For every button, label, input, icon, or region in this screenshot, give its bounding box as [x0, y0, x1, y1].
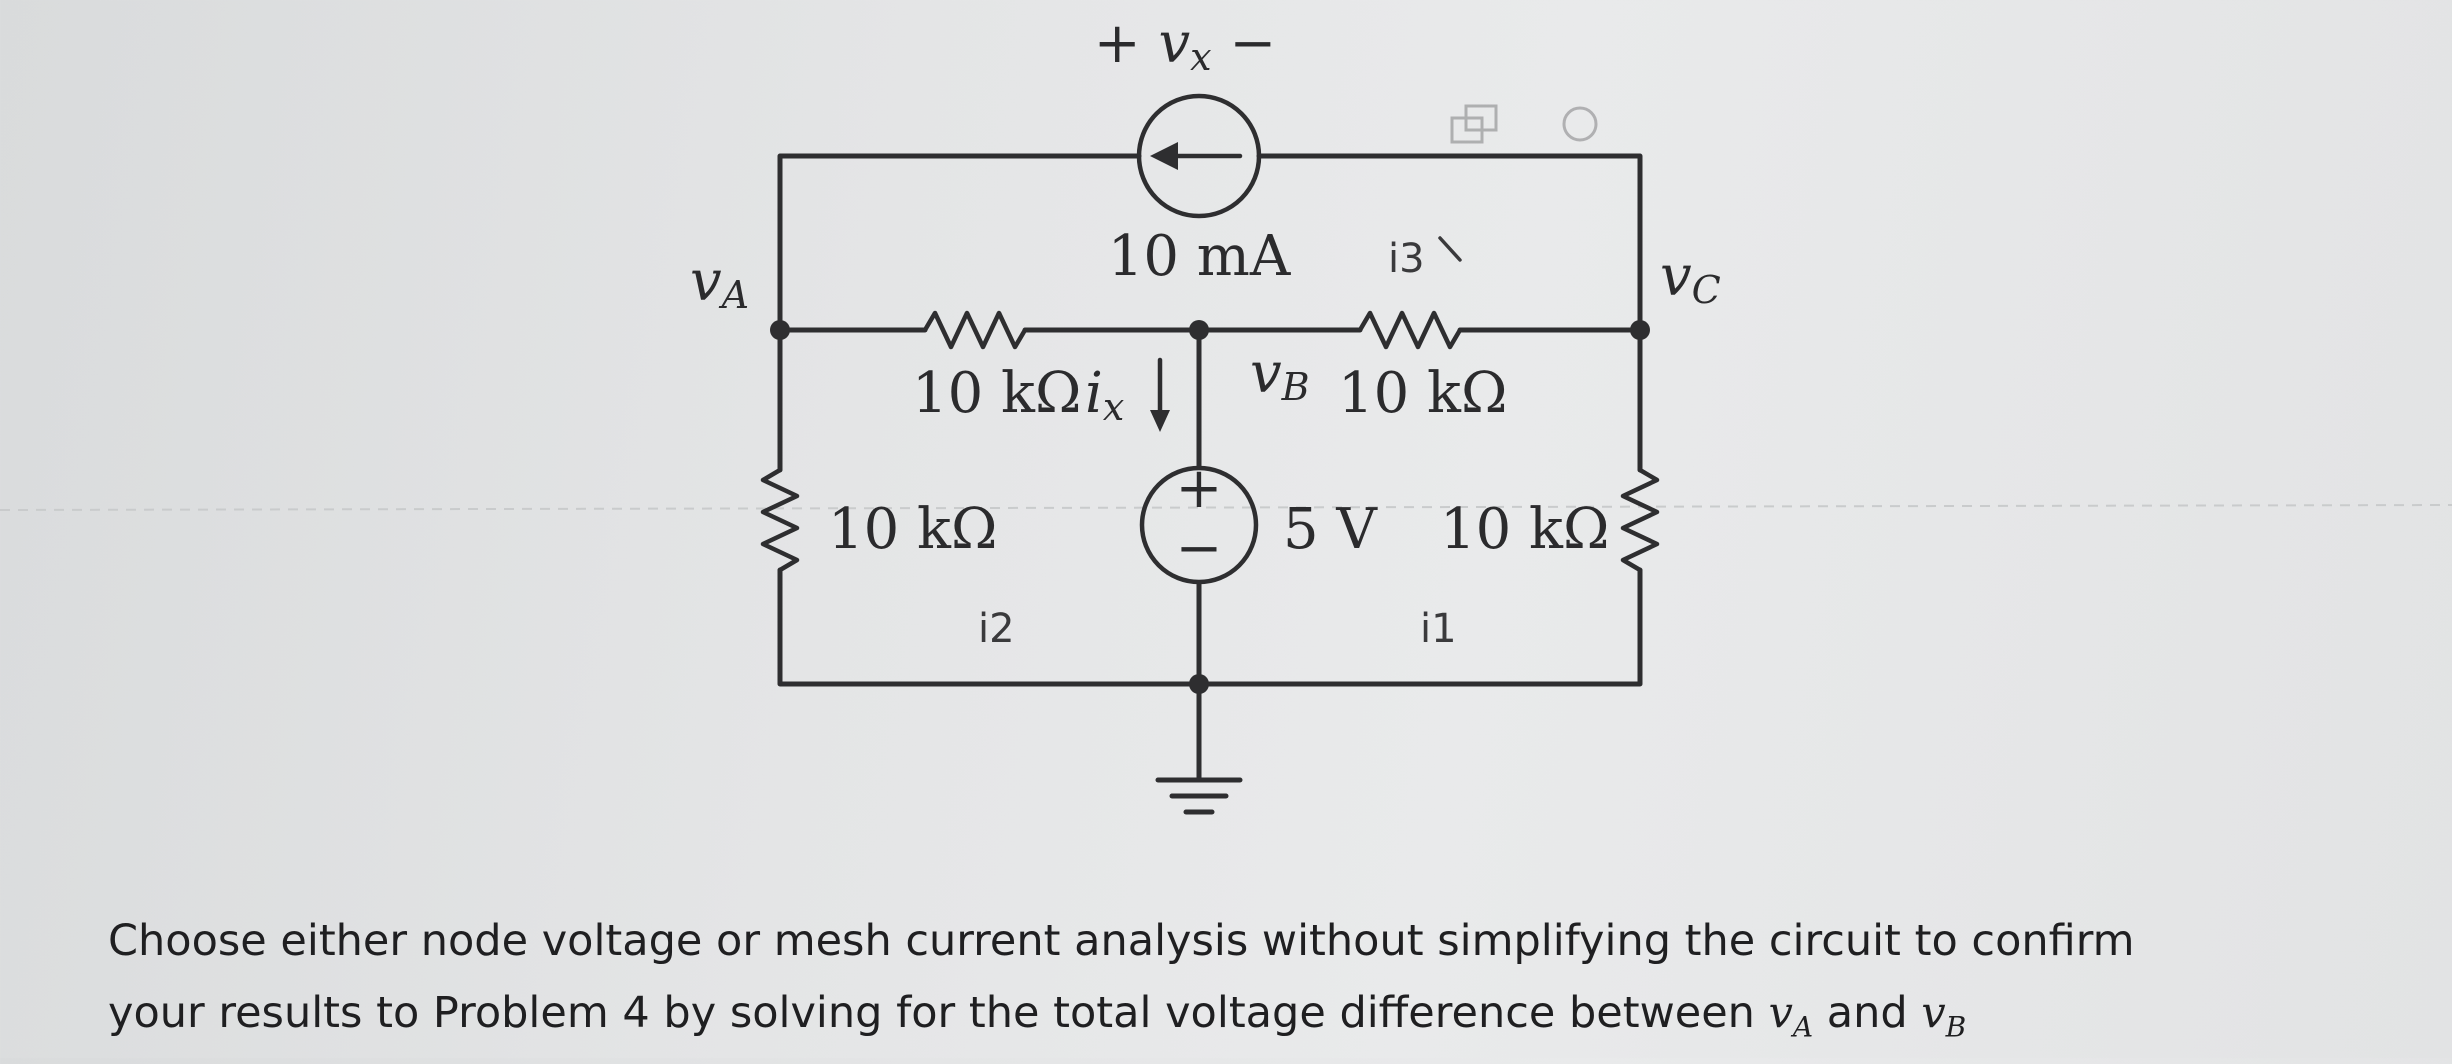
label-current-source-value: 10 mA — [1108, 224, 1291, 289]
label-voltage-source-value: 5 V — [1283, 497, 1378, 562]
vs-plus-sign: + — [1176, 456, 1223, 521]
label-va: vA — [690, 249, 749, 317]
label-resistor-left: 10 kΩ — [828, 497, 997, 562]
vs-minus-sign: − — [1176, 516, 1223, 581]
resistor-right — [1620, 467, 1660, 573]
label-vc: vC — [1660, 244, 1721, 312]
current-source — [1136, 93, 1262, 219]
ground-icon — [1155, 777, 1243, 815]
problem-line-2: your results to Problem 4 by solving for… — [108, 988, 1967, 1044]
node-ground-dot — [1189, 674, 1209, 694]
math-va: vA — [1768, 988, 1814, 1044]
problem-statement: Choose either node voltage or mesh curre… — [108, 905, 2408, 1064]
resistor-top-right — [1357, 310, 1463, 350]
handwritten-i3: i3 — [1388, 236, 1425, 282]
wire-top-right — [1256, 153, 1643, 331]
label-resistor-top-left: 10 kΩ — [912, 361, 1081, 426]
voltage-source: + − — [1139, 456, 1259, 585]
label-vx: + vx − — [1094, 11, 1277, 79]
label-vb: vB — [1250, 341, 1310, 409]
problem-line-1: Choose either node voltage or mesh curre… — [108, 916, 2135, 966]
handwritten-i2: i2 — [978, 606, 1015, 652]
math-vb: vB — [1921, 988, 1967, 1044]
wire-bottom — [777, 567, 1643, 687]
label-resistor-right: 10 kΩ — [1440, 497, 1609, 562]
handwritten-i3-stroke — [1438, 236, 1462, 262]
resistor-top-left — [922, 310, 1028, 350]
node-b-dot — [1189, 320, 1209, 340]
ix-arrow-icon — [1150, 357, 1170, 432]
label-ix: ix — [1085, 361, 1124, 429]
wire-top-left — [777, 153, 1142, 333]
node-a-dot — [770, 320, 790, 340]
handwritten-i1: i1 — [1420, 606, 1457, 652]
paper-fold-line — [0, 504, 2452, 511]
node-c-dot — [1630, 320, 1650, 340]
scan-artifact-icon — [1450, 104, 1598, 144]
resistor-left — [760, 467, 800, 573]
label-resistor-top-right: 10 kΩ — [1338, 361, 1507, 426]
